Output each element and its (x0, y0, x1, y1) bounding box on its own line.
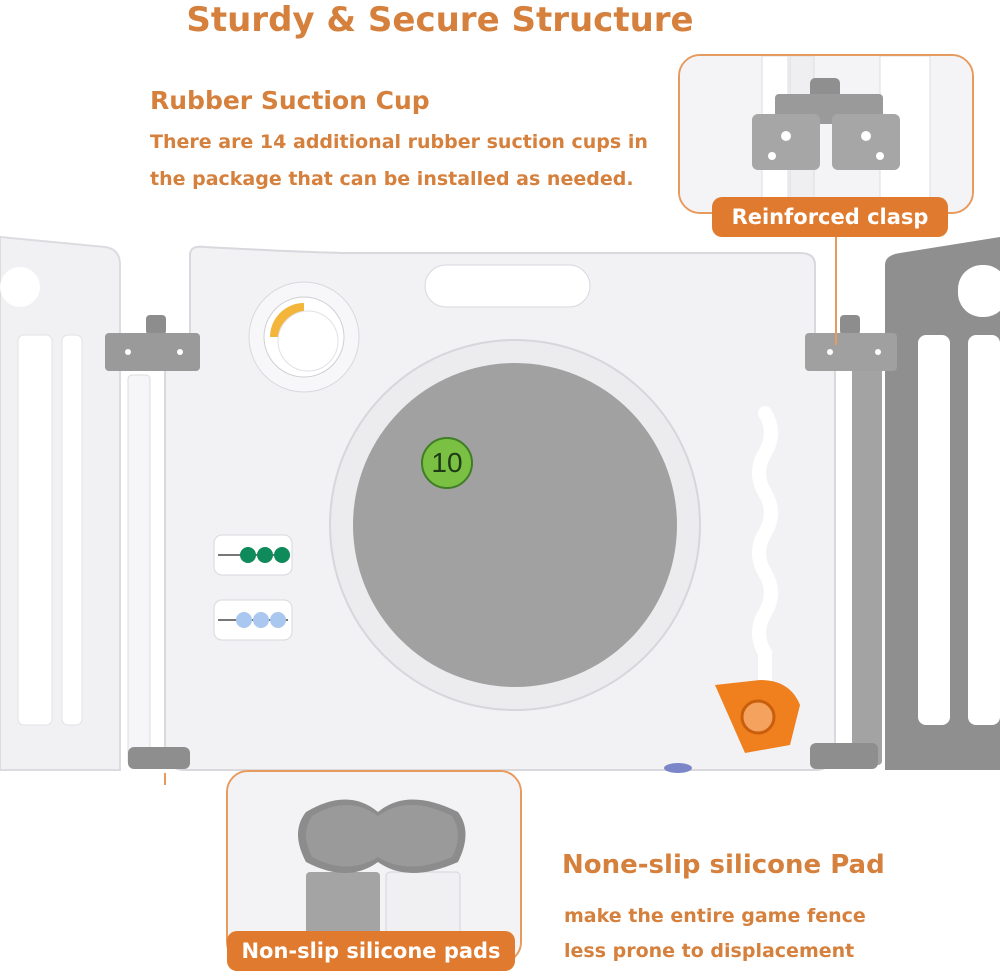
reinforced-clasp-callout (678, 54, 974, 214)
suction-cup-line-1: There are 14 additional rubber suction c… (150, 131, 648, 153)
suction-cup-heading: Rubber Suction Cup (150, 86, 430, 115)
silicone-pad-heading: None-slip silicone Pad (562, 850, 885, 880)
suction-cup-description: There are 14 additional rubber suction c… (150, 124, 648, 198)
right-foot-pad (810, 743, 878, 769)
reinforced-clasp-label: Reinforced clasp (712, 197, 948, 237)
silicone-pad-line-1: make the entire game fence (564, 905, 866, 927)
silicone-pad-description: make the entire game fence less prone to… (564, 899, 866, 969)
silicone-pad-line-2: less prone to displacement (564, 940, 855, 962)
right-clasp (805, 315, 897, 371)
silicone-pad-label: Non-slip silicone pads (227, 931, 515, 971)
left-clasp (105, 315, 200, 371)
page-title: Sturdy & Secure Structure (186, 0, 694, 40)
right-gray-panel (852, 237, 1000, 770)
playpen-fence-illustration (0, 225, 1000, 785)
suction-cup-line-2: the package that can be installed as nee… (150, 168, 634, 190)
left-white-panel (0, 235, 151, 771)
left-foot-pad (128, 747, 190, 769)
main-center-panel (164, 245, 836, 771)
mirror-number-badge: 10 (421, 437, 473, 489)
